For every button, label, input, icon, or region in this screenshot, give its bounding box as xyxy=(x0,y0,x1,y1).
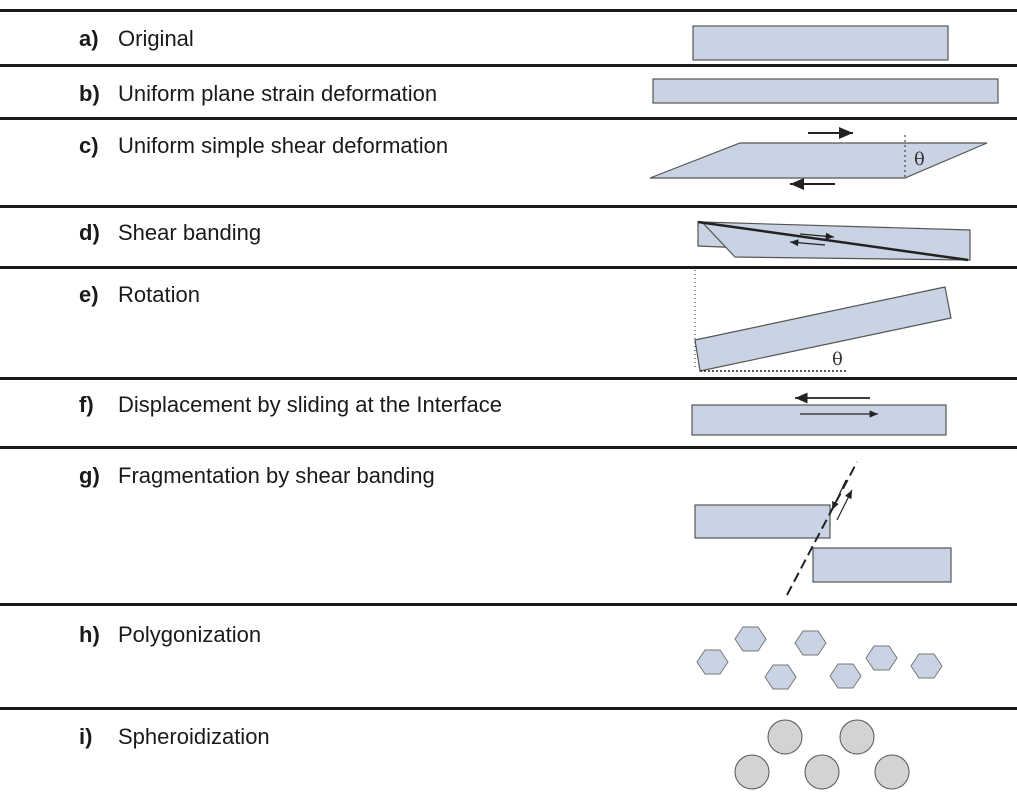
hexagon-2 xyxy=(734,626,767,652)
row-c-letter: c) xyxy=(79,133,99,158)
sphere-1 xyxy=(767,719,803,755)
sphere-5 xyxy=(874,754,910,790)
row-i-text: Spheroidization xyxy=(118,724,270,749)
hexagon-1 xyxy=(696,649,729,675)
row-e-text: Rotation xyxy=(118,282,200,307)
rule-fg xyxy=(0,446,1017,449)
shear-band-arrow-lower xyxy=(789,239,826,247)
fragment-arrow-down xyxy=(831,479,847,511)
hexagon-6 xyxy=(865,645,898,671)
row-d-text: Shear banding xyxy=(118,220,262,245)
sliding-strip xyxy=(691,404,947,436)
row-a-text: Original xyxy=(118,26,194,51)
row-d-letter: d) xyxy=(79,220,100,245)
hexagon-7 xyxy=(910,653,943,679)
hexagon-4 xyxy=(794,630,827,656)
rule-bc xyxy=(0,117,1017,120)
row-i-letter: i) xyxy=(79,724,93,749)
sphere-2 xyxy=(839,719,875,755)
row-c-text: Uniform simple shear deformation xyxy=(118,133,449,158)
rule-ab xyxy=(0,64,1017,67)
hexagon-3 xyxy=(764,664,797,690)
sphere-3 xyxy=(734,754,770,790)
rotated-strip xyxy=(694,286,952,372)
plane-strain-strip xyxy=(652,78,999,104)
row-g-text: Fragmentation by shear banding xyxy=(118,463,435,488)
rule-ef xyxy=(0,377,1017,380)
row-h-letter: h) xyxy=(79,622,100,647)
shear-angle-theta: θ xyxy=(914,149,925,170)
fragment-lower xyxy=(812,547,952,583)
shear-band-line xyxy=(697,220,969,262)
rule-gh xyxy=(0,603,1017,606)
sphere-4 xyxy=(804,754,840,790)
row-h-text: Polygonization xyxy=(118,622,262,647)
hexagon-5 xyxy=(829,663,862,689)
original-strip xyxy=(692,25,949,61)
row-a-letter: a) xyxy=(79,26,99,51)
row-b-letter: b) xyxy=(79,81,100,106)
rule-cd xyxy=(0,205,1017,208)
fragment-shear-line xyxy=(786,461,858,596)
row-f-letter: f) xyxy=(79,392,94,417)
row-g-letter: g) xyxy=(79,463,100,488)
row-e-letter: e) xyxy=(79,282,99,307)
rule-hi xyxy=(0,707,1017,710)
rule-de xyxy=(0,266,1017,269)
polygon-grains xyxy=(696,626,943,690)
rotation-angle-theta: θ xyxy=(832,349,843,370)
shear-parallelogram xyxy=(649,142,988,179)
shear-band-arrow-upper xyxy=(799,232,835,240)
rule-top xyxy=(0,9,1017,12)
spheroid-grains xyxy=(734,719,910,790)
fragment-arrow-up xyxy=(836,489,853,521)
row-b-text: Uniform plane strain deformation xyxy=(118,81,438,106)
fragment-upper xyxy=(694,504,831,539)
row-f-text: Displacement by sliding at the Interface xyxy=(118,392,502,417)
